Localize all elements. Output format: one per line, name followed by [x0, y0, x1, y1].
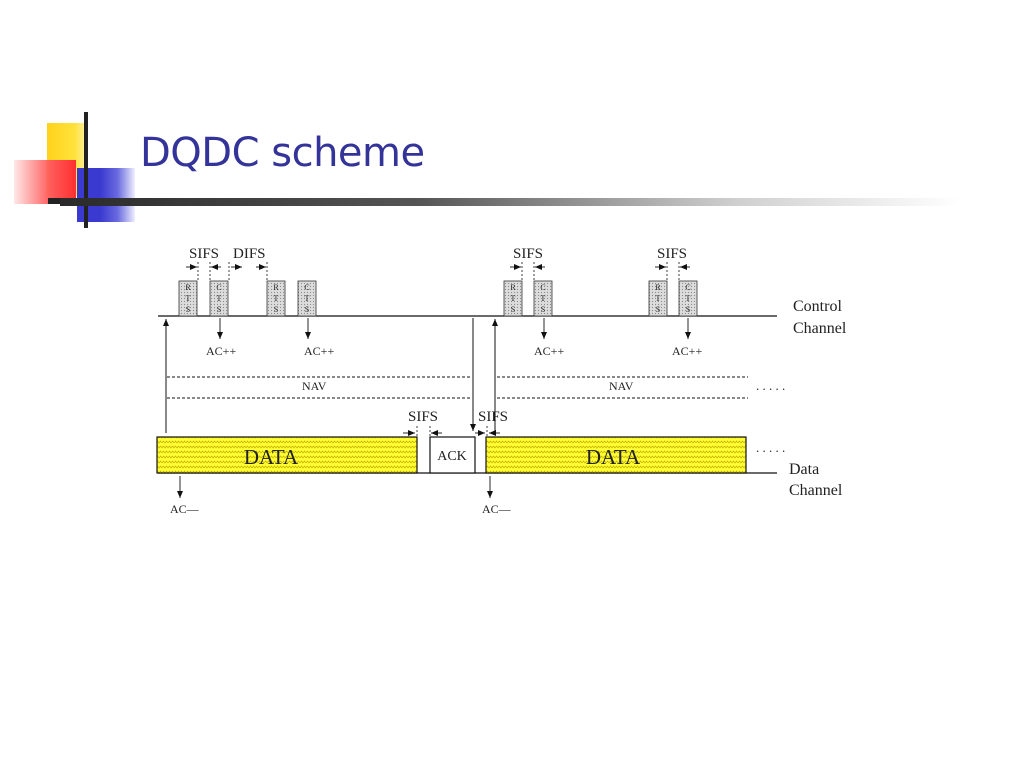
continuation-dots: . . . . .: [756, 440, 785, 455]
ac-increment-label: AC++: [206, 344, 236, 358]
ac-decrement-label: AC—: [170, 502, 200, 516]
svg-text:RTS: RTS: [273, 283, 279, 314]
svg-text:CTS: CTS: [216, 283, 221, 314]
ac-increment-label: AC++: [672, 344, 702, 358]
svg-text:RTS: RTS: [655, 283, 661, 314]
nav-label: NAV: [302, 379, 327, 393]
sifs-label: SIFS: [513, 246, 543, 262]
svg-text:CTS: CTS: [304, 283, 309, 314]
sifs-label: SIFS: [408, 409, 438, 425]
data-label: DATA: [244, 445, 299, 469]
continuation-dots: . . . . .: [756, 378, 785, 393]
slide-title: DQDC scheme: [140, 130, 425, 176]
sifs-label: SIFS: [189, 246, 219, 262]
difs-label: DIFS: [233, 246, 266, 262]
sifs-label: SIFS: [657, 246, 687, 262]
frame-data: DATA: [156, 436, 418, 474]
ac-increment-label: AC++: [304, 344, 334, 358]
data-label: DATA: [586, 445, 641, 469]
ac-decrement-label: AC—: [482, 502, 512, 516]
frame-ack: ACK: [429, 436, 476, 474]
svg-text:RTS: RTS: [510, 283, 516, 314]
nav-label: NAV: [609, 379, 634, 393]
svg-text:CTS: CTS: [685, 283, 690, 314]
frame-data: DATA: [485, 436, 747, 474]
svg-text:RTS: RTS: [185, 283, 191, 314]
control-channel-label-2: Channel: [793, 320, 847, 337]
ac-increment-label: AC++: [534, 344, 564, 358]
ack-label: ACK: [437, 449, 467, 464]
data-channel-label-2: Channel: [789, 482, 843, 499]
sifs-label: SIFS: [478, 409, 508, 425]
title-underline: [60, 198, 960, 206]
svg-text:CTS: CTS: [540, 283, 545, 314]
control-channel-label-1: Control: [793, 298, 842, 315]
decor-red-square: [14, 160, 76, 204]
data-channel-label-1: Data: [789, 461, 819, 478]
decor-vertical-line: [84, 112, 88, 228]
